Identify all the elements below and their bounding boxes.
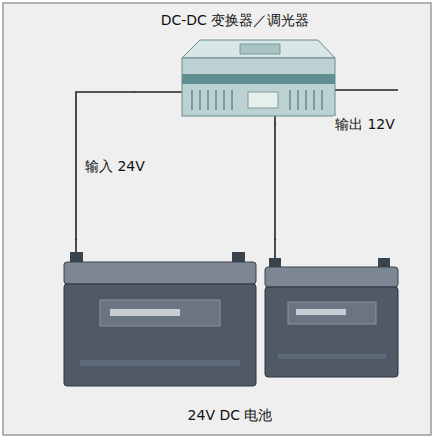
battery-illustration xyxy=(265,258,398,377)
converter-illustration xyxy=(182,40,335,116)
converter-node: DC-DC 变换器／调光器 xyxy=(135,10,335,124)
node-caption: 24V DC 电池 xyxy=(188,407,273,424)
wire-stub xyxy=(134,91,184,93)
battery-illustration xyxy=(64,252,256,386)
node-heading: DC-DC 变换器／调光器 xyxy=(161,12,310,29)
wire xyxy=(274,124,276,240)
battery-group-node: 24V DC 电池 xyxy=(55,240,405,426)
output-wire xyxy=(333,89,398,91)
port-label: 输出 12V xyxy=(333,116,397,133)
wire-label: 输入 24V xyxy=(83,158,147,175)
frame xyxy=(3,3,431,435)
